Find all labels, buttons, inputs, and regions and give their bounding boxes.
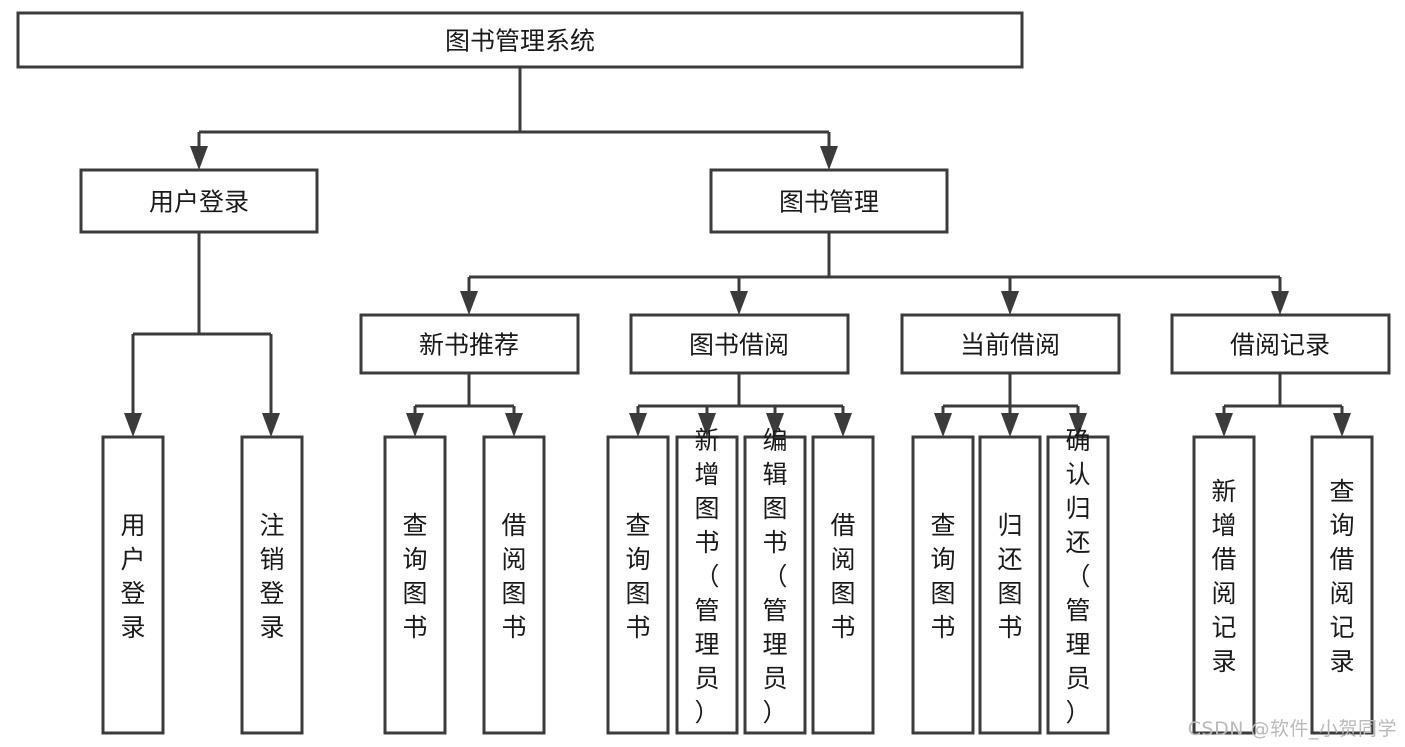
node-label-new-book-recommend: 新书推荐 <box>419 331 519 360</box>
arrow-head-new-book-recommend <box>460 291 478 315</box>
leaf-label-return-book: 归还图书 <box>997 511 1022 642</box>
node-current-borrow[interactable]: 当前借阅 <box>900 313 1121 375</box>
leaf-box-borrow-book-recommend[interactable] <box>482 435 546 735</box>
leaf-label-add-book: 新增图书（管理员） <box>694 426 719 727</box>
connector-group-book-borrow <box>629 373 852 437</box>
node-box-book-management[interactable] <box>709 168 949 234</box>
arrow-head-leaf-borrow-book-1 <box>505 413 523 437</box>
leaf-node-borrow-book-recommend[interactable]: 借阅图书 <box>482 435 546 735</box>
arrow-head-leaf-return-book <box>1001 413 1019 437</box>
node-label-user-login: 用户登录 <box>149 188 249 217</box>
node-user-login[interactable]: 用户登录 <box>79 168 319 234</box>
arrow-head-leaf-query-book-2 <box>629 413 647 437</box>
leaf-box-query-book-borrow[interactable] <box>606 435 670 735</box>
leaf-label-query-book-borrow: 查询图书 <box>625 511 650 642</box>
leaf-box-edit-book[interactable] <box>743 435 807 735</box>
arrow-head-leaf-logout <box>262 413 280 437</box>
leaf-label-logout: 注销登录 <box>259 511 284 642</box>
leaf-label-user-login: 用户登录 <box>120 511 145 642</box>
leaf-box-add-book[interactable] <box>675 435 739 735</box>
node-box-current-borrow[interactable] <box>900 313 1121 375</box>
leaf-box-logout[interactable] <box>240 435 304 735</box>
leaf-box-query-book-recommend[interactable] <box>383 435 447 735</box>
leaf-node-confirm-return[interactable]: 确认归还（管理员） <box>1046 426 1110 735</box>
node-new-book-recommend[interactable]: 新书推荐 <box>359 313 580 375</box>
node-box-borrow-record[interactable] <box>1170 313 1391 375</box>
leaf-label-query-book-recommend: 查询图书 <box>402 511 427 642</box>
connector-group-new-book-recommend <box>406 373 523 437</box>
connector-group-book-mgmt <box>460 232 1289 315</box>
arrow-head-leaf-borrow-book-2 <box>834 413 852 437</box>
leaf-node-edit-book[interactable]: 编辑图书（管理员） <box>743 426 807 735</box>
node-root-system[interactable]: 图书管理系统 <box>16 11 1024 69</box>
arrow-head-book-borrow <box>730 291 748 315</box>
leaf-box-return-book[interactable] <box>978 435 1042 735</box>
leaf-box-confirm-return[interactable] <box>1046 435 1110 735</box>
leaf-label-confirm-return: 确认归还（管理员） <box>1065 426 1090 727</box>
arrow-head-user-login <box>190 146 208 170</box>
node-book-borrow[interactable]: 图书借阅 <box>629 313 850 375</box>
leaf-node-logout[interactable]: 注销登录 <box>240 435 304 735</box>
node-box-root[interactable] <box>16 11 1024 69</box>
node-label-book-management: 图书管理 <box>779 188 879 217</box>
arrow-head-leaf-confirm-return <box>1069 413 1087 437</box>
node-label-book-borrow: 图书借阅 <box>689 331 789 360</box>
leaf-node-add-borrow-record[interactable]: 新增借阅记录 <box>1192 435 1256 735</box>
arrow-head-leaf-query-book-1 <box>406 413 424 437</box>
node-box-new-book-recommend[interactable] <box>359 313 580 375</box>
leaf-node-query-book-current[interactable]: 查询图书 <box>911 435 975 735</box>
node-label-root: 图书管理系统 <box>445 27 595 56</box>
leaf-box-query-book-current[interactable] <box>911 435 975 735</box>
leaf-label-borrow-book-recommend: 借阅图书 <box>501 511 526 642</box>
leaf-label-edit-book: 编辑图书（管理员） <box>762 426 787 727</box>
connector-group-root <box>190 67 838 170</box>
leaf-node-query-borrow-record[interactable]: 查询借阅记录 <box>1310 435 1374 735</box>
arrow-head-leaf-edit-book <box>766 413 784 437</box>
connector-group-user-login <box>124 232 280 437</box>
node-box-user-login[interactable] <box>79 168 319 234</box>
arrow-head-leaf-add-book <box>698 413 716 437</box>
arrow-head-leaf-query-book-3 <box>934 413 952 437</box>
arrow-head-borrow-record <box>1271 291 1289 315</box>
arrow-head-leaf-add-record <box>1215 413 1233 437</box>
leaf-box-borrow-book[interactable] <box>811 435 875 735</box>
connector-group-current-borrow <box>934 373 1087 437</box>
leaf-box-query-borrow-record[interactable] <box>1310 435 1374 735</box>
leaf-node-user-login[interactable]: 用户登录 <box>101 435 165 735</box>
arrow-head-current-borrow <box>1001 291 1019 315</box>
leaf-label-borrow-book: 借阅图书 <box>830 511 855 642</box>
leaf-box-user-login[interactable] <box>101 435 165 735</box>
leaf-label-query-book-current: 查询图书 <box>930 511 955 642</box>
node-label-current-borrow: 当前借阅 <box>960 331 1060 360</box>
leaf-label-add-borrow-record: 新增借阅记录 <box>1211 477 1236 676</box>
leaf-node-query-book-borrow[interactable]: 查询图书 <box>606 435 670 735</box>
leaf-node-borrow-book[interactable]: 借阅图书 <box>811 435 875 735</box>
arrow-head-book-mgmt <box>820 146 838 170</box>
leaf-node-query-book-recommend[interactable]: 查询图书 <box>383 435 447 735</box>
arrow-head-leaf-user-login <box>124 413 142 437</box>
arrow-head-leaf-query-record <box>1333 413 1351 437</box>
leaf-box-add-borrow-record[interactable] <box>1192 435 1256 735</box>
leaf-label-query-borrow-record: 查询借阅记录 <box>1329 477 1354 676</box>
leaf-node-add-book[interactable]: 新增图书（管理员） <box>675 426 739 735</box>
node-borrow-record[interactable]: 借阅记录 <box>1170 313 1391 375</box>
node-box-book-borrow[interactable] <box>629 313 850 375</box>
connector-group-borrow-record <box>1215 373 1351 437</box>
node-label-borrow-record: 借阅记录 <box>1230 331 1330 360</box>
node-book-management[interactable]: 图书管理 <box>709 168 949 234</box>
leaf-node-return-book[interactable]: 归还图书 <box>978 435 1042 735</box>
